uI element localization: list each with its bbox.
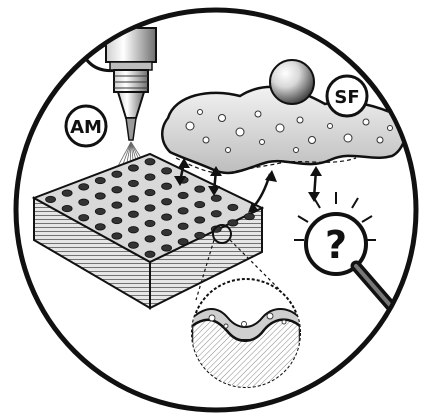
- surface-dimple: [162, 183, 172, 189]
- fluid-bubble: [226, 148, 231, 153]
- surface-dimple: [128, 211, 138, 217]
- sf-badge-label: SF: [334, 87, 359, 108]
- am-badge-label: AM: [70, 117, 102, 138]
- surface-dimple: [112, 187, 122, 193]
- surface-dimple: [162, 214, 172, 220]
- surface-dimple: [178, 208, 188, 214]
- droplet-sphere: [270, 60, 314, 104]
- surface-dimple: [244, 213, 254, 219]
- fluid-bubble: [344, 134, 352, 142]
- surface-dimple: [128, 242, 138, 248]
- surface-dimple: [178, 223, 188, 229]
- question-mark: ?: [325, 223, 347, 267]
- surface-dimple: [46, 196, 56, 202]
- surface-dimple: [178, 192, 188, 198]
- fluid-bubble: [309, 137, 316, 144]
- surface-dimple: [79, 184, 89, 190]
- fluid-bubble: [260, 140, 265, 145]
- fluid-bubble: [198, 110, 203, 115]
- surface-dimple: [79, 199, 89, 205]
- surface-dimple: [145, 251, 155, 257]
- surface-dimple: [95, 208, 105, 214]
- fluid-bubble: [388, 126, 393, 131]
- surface-dimple: [62, 205, 72, 211]
- surface-dimple: [112, 233, 122, 239]
- surface-dimple: [195, 217, 205, 223]
- surface-dimple: [112, 171, 122, 177]
- fluid-bubble: [377, 137, 383, 143]
- surface-dimple: [128, 180, 138, 186]
- surface-dimple: [145, 205, 155, 211]
- surface-dimple: [162, 199, 172, 205]
- surface-dimple: [145, 236, 155, 242]
- surface-dimple: [95, 177, 105, 183]
- surface-dimple: [128, 165, 138, 171]
- fluid-bubble: [186, 122, 194, 130]
- surface-dimple: [178, 239, 188, 245]
- surface-dimple: [195, 232, 205, 238]
- fluid-bubble: [328, 124, 333, 129]
- fluid-bubble: [363, 119, 369, 125]
- surface-dimple: [162, 229, 172, 235]
- surface-dimple: [211, 195, 221, 201]
- fluid-bubble: [203, 137, 209, 143]
- surface-dimple: [145, 174, 155, 180]
- fluid-bubble: [255, 111, 261, 117]
- surface-dimple: [211, 211, 221, 217]
- surface-dimple: [162, 245, 172, 251]
- fluid-bubble: [219, 115, 226, 122]
- fluid-bubble: [236, 128, 244, 136]
- surface-dimple: [112, 217, 122, 223]
- surface-dimple: [79, 215, 89, 221]
- surface-dimple: [228, 220, 238, 226]
- surface-dimple: [162, 168, 172, 174]
- surface-dimple: [112, 202, 122, 208]
- surface-dimple: [128, 196, 138, 202]
- surface-dimple: [145, 220, 155, 226]
- fluid-bubble: [276, 124, 284, 132]
- surface-dimple: [195, 186, 205, 192]
- surface-dimple: [95, 193, 105, 199]
- surface-dimple: [145, 159, 155, 165]
- surface-dimple: [128, 227, 138, 233]
- surface-dimple: [62, 190, 72, 196]
- surface-dimple: [195, 201, 205, 207]
- surface-dimple: [95, 224, 105, 230]
- surface-dimple: [145, 189, 155, 195]
- fluid-bubble: [294, 148, 299, 153]
- surface-dimple: [228, 204, 238, 210]
- fluid-bubble: [297, 117, 303, 123]
